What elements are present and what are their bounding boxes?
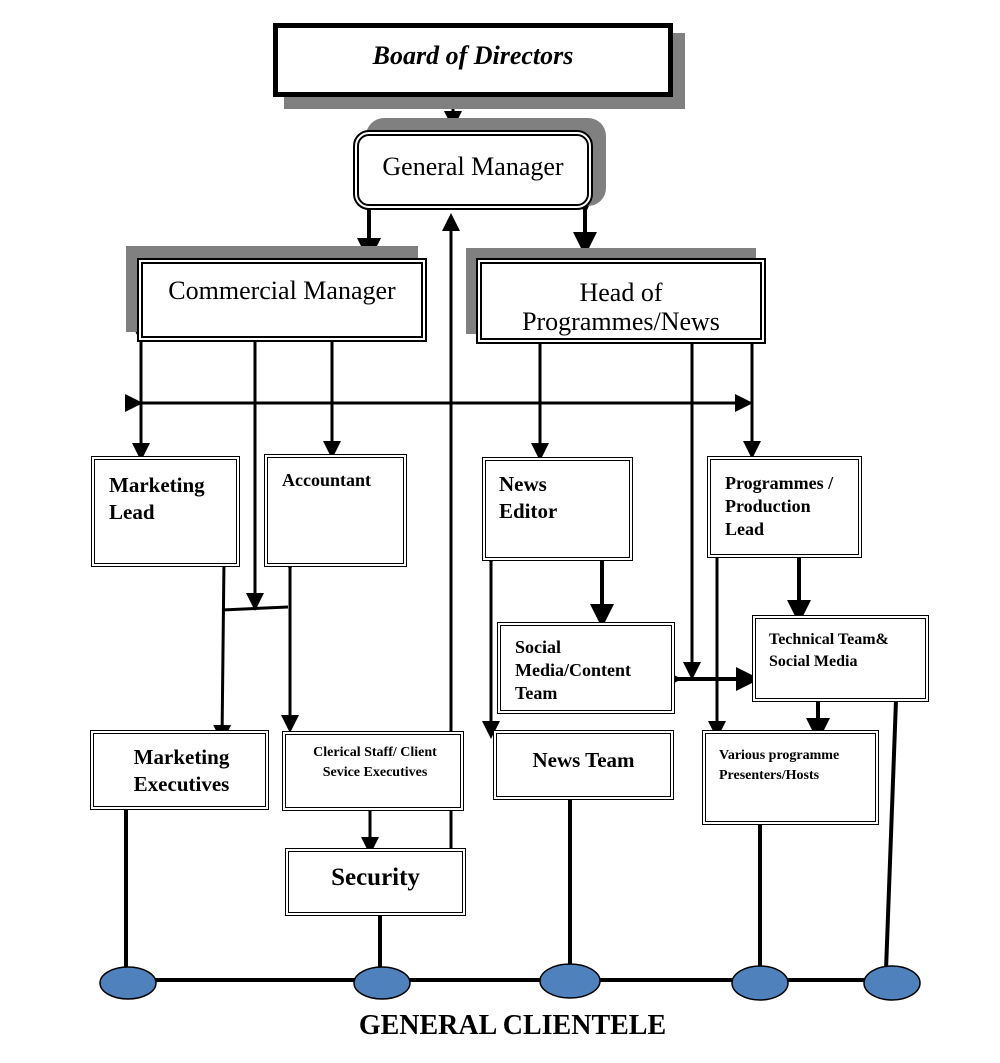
clerical-staff-box: Clerical Staff/ Client Sevice Executives [282,731,464,811]
technical-team-box: Technical Team& Social Media [752,615,929,702]
technical-team-label: Technical Team& Social Media [769,631,889,670]
commercial-manager-box: Commercial Manager [137,258,427,342]
programmes-lead-box: Programmes / Production Lead [707,456,862,558]
board-of-directors-label: Board of Directors [372,41,574,70]
clerical-staff-label: Clerical Staff/ Client Sevice Executives [313,745,437,780]
clientele-node-5 [863,965,921,1001]
news-editor-box: News Editor [482,457,633,561]
clientele-node-4 [731,965,789,1001]
news-team-label: News Team [532,748,635,772]
social-media-box: Social Media/Content Team [497,622,675,714]
accountant-label: Accountant [282,470,371,490]
commercial-manager-label: Commercial Manager [168,276,396,305]
drop-technical [884,699,898,971]
clientele-node-1 [99,966,157,1000]
presenters-box: Various programme Presenters/Hosts [702,730,879,825]
marketing-executives-label: Marketing Executives [133,745,230,796]
security-label: Security [331,864,420,891]
general-manager-box: General Manager [353,130,593,210]
connector-marketing-lead-exec [213,544,234,743]
accountant-box: Accountant [264,454,407,567]
marketing-lead-label: Marketing Lead [109,473,205,524]
clientele-node-2 [353,966,411,1000]
marketing-lead-box: Marketing Lead [91,456,240,567]
programmes-lead-label: Programmes / Production Lead [725,473,834,539]
clientele-node-3 [539,963,601,999]
news-team-box: News Team [493,730,674,800]
head-of-programmes-box: Head of Programmes/News [476,258,766,344]
general-clientele-label: GENERAL CLIENTELE [358,1010,667,1041]
connector-junction-horizontal [221,605,289,612]
marketing-executives-box: Marketing Executives [90,730,269,810]
security-box: Security [285,848,466,916]
news-editor-label: News Editor [499,472,558,523]
general-manager-label: General Manager [382,152,564,181]
clientele-nodes [99,963,921,1001]
social-media-label: Social Media/Content Team [515,637,631,703]
board-of-directors-box: Board of Directors [273,23,673,97]
presenters-label: Various programme Presenters/Hosts [719,748,840,783]
head-of-programmes-label: Head of Programmes/News [522,278,720,336]
